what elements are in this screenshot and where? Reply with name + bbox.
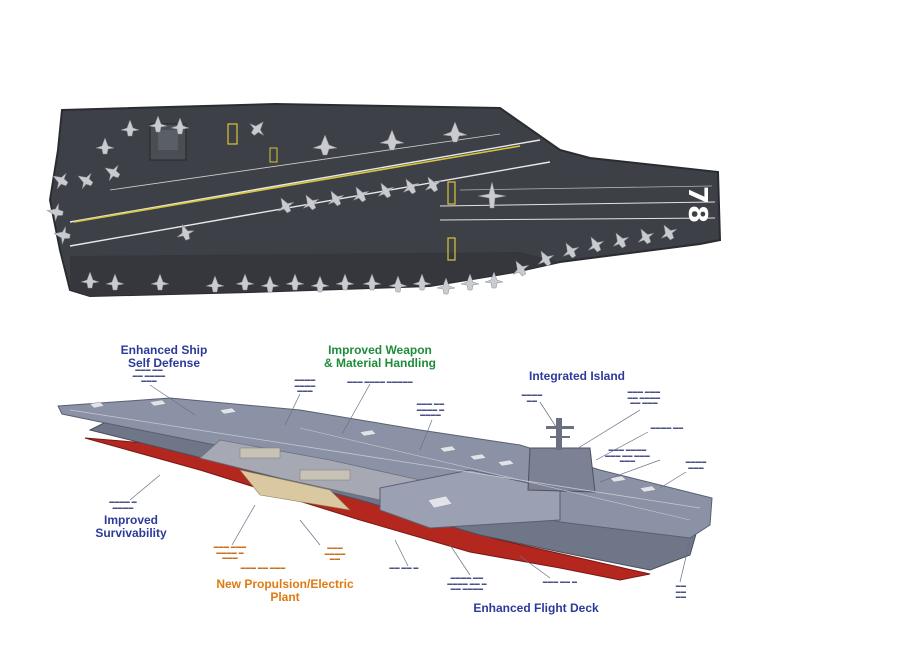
fine-print-11: ▬▬▬ ▬▬▬▬▬▬▬ ▬▬▬▬ [213,544,247,561]
label-improved-survivability: Improved Survivability [76,514,186,539]
label-new-propulsion-line1: New Propulsion/Electric [216,577,354,591]
parked-aircraft-row-center [177,176,507,241]
label-new-propulsion-line2: Plant [270,589,300,604]
fine-print-17: ▬▬▬▬▬▬ [675,583,687,600]
label-improved-weapon-handling-line1: Improved Weapon [328,343,432,357]
fine-print-13: ▬▬▬▬▬▬▬▬▬ [324,545,346,562]
fine-print-8: ▬▬▬ ▬▬▬▬▬▬▬ ▬▬ ▬▬▬▬▬▬ [605,447,650,464]
fine-print-5: ▬▬▬▬▬▬ [521,392,543,404]
cutaway-deck-line-1 [69,409,701,509]
carrier-top-view [46,102,722,298]
island-mast-bar-2 [550,436,570,438]
fine-print-4: ▬▬▬ ▬▬▬▬▬▬ ▬▬▬▬▬ [416,401,445,418]
parked-aircraft-row-bottom [80,271,504,295]
label-enhanced-ship-self-defense-line2: Self Defense [127,355,201,370]
deck-structure-2 [299,469,351,481]
label-integrated-island: Integrated Island [512,370,642,383]
angled-deck-overhang [379,469,561,529]
label-integrated-island-text: Integrated Island [528,369,626,383]
fine-print-9: ▬▬▬▬▬▬▬ [685,459,707,471]
fine-print-12: ▬▬▬ ▬▬ ▬▬▬ [240,565,286,571]
fine-print-3: ▬▬▬ ▬▬▬▬ ▬▬▬▬▬ [347,379,413,385]
deck-line-bow-2 [439,217,716,221]
parked-aircraft-row-bow [513,224,677,277]
deck-line-bow-1 [439,201,716,207]
deck-line-bow-3 [459,185,713,191]
fine-print-7: ▬▬▬▬ ▬▬ [650,425,684,431]
fine-print-16: ▬▬▬ ▬▬ ▬ [542,579,578,585]
label-new-propulsion: New Propulsion/Electric Plant [200,578,370,603]
deck-sponson [70,252,560,296]
label-improved-weapon-handling: Improved Weapon & Material Handling [300,344,460,369]
fine-print-10: ▬▬▬▬ ▬▬▬▬▬ [109,499,137,511]
parked-aircraft-group [46,115,468,245]
cutaway-deck-line-2 [299,427,691,521]
elevator-mark-4 [269,147,278,163]
island-mast-bar [546,426,574,429]
label-enhanced-ship-self-defense-line1: Enhanced Ship [120,343,208,357]
deck-line-yellow [73,145,521,223]
label-improved-weapon-handling-line2: & Material Handling [323,355,436,370]
fine-print-15: ▬▬▬▬ ▬▬▬▬▬▬ ▬▬ ▬▬▬ ▬▬▬▬ [447,575,487,592]
label-improved-survivability-line1: Improved [103,513,158,527]
label-improved-survivability-line2: Survivability [95,525,167,540]
deck-line-center [109,133,501,191]
label-enhanced-flight-deck-text: Enhanced Flight Deck [473,601,599,615]
fine-print-2: ▬▬▬▬▬▬▬▬▬▬▬ [294,377,316,394]
cutaway-island [527,447,596,493]
fine-print-14: ▬▬ ▬▬ ▬ [389,565,419,571]
island-top [158,130,178,150]
engine-room-cutaway [239,469,351,511]
label-enhanced-flight-deck: Enhanced Flight Deck [456,602,616,615]
elevator-mark-2 [447,181,456,205]
label-enhanced-ship-self-defense: Enhanced Ship Self Defense [104,344,224,369]
leader-lines [129,383,691,583]
deck-line-angled-1 [69,139,541,223]
elevator-mark-3 [447,237,456,261]
deck-structure-1 [239,447,281,459]
fine-print-6: ▬▬▬ ▬▬▬▬▬ ▬▬▬▬▬▬ ▬▬▬ [627,389,661,406]
island-mast [556,418,562,450]
fine-print-1: ▬▬▬ ▬▬▬▬ ▬▬▬▬▬▬▬ [132,367,166,384]
cutaway-aircraft-group [89,399,657,509]
elevator-mark-1 [227,123,238,145]
